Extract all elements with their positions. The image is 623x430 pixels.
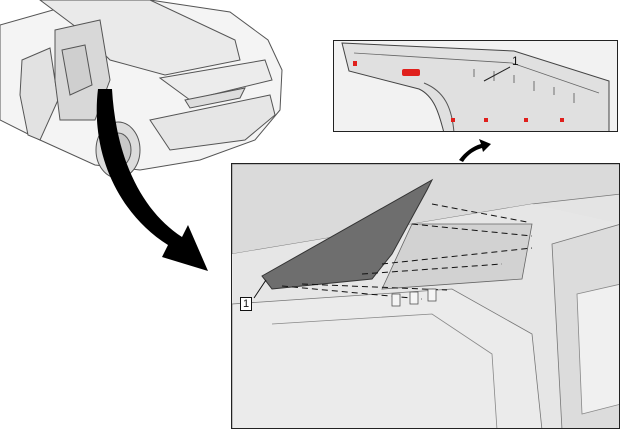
main-callout-label: 1 xyxy=(240,297,252,311)
curved-arrow-small-icon xyxy=(459,139,491,162)
detail-view-frame xyxy=(333,40,618,132)
detail-callout-label: 1 xyxy=(512,54,519,68)
interior-panel-view xyxy=(232,164,619,428)
curved-arrow-icon xyxy=(96,89,208,271)
trim-panel-detail xyxy=(341,42,610,131)
main-view-frame xyxy=(231,163,620,429)
